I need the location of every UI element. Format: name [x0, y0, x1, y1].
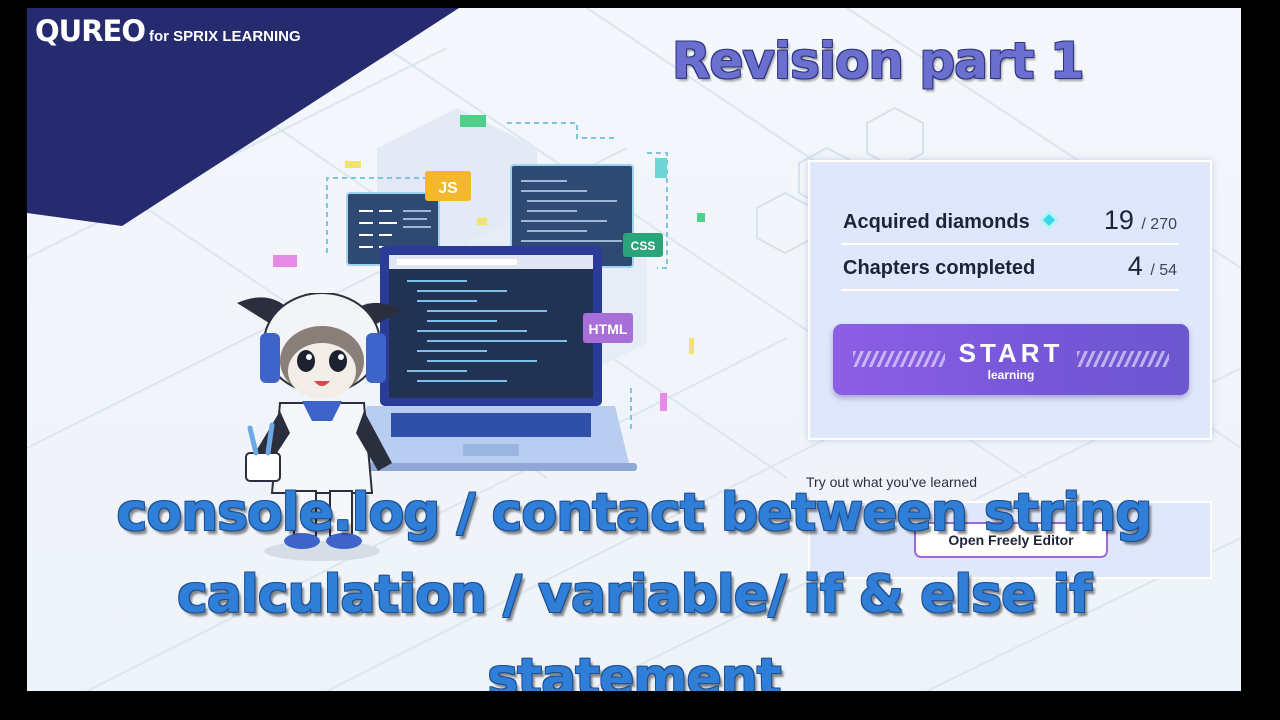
start-sublabel: learning	[987, 368, 1035, 382]
mascot-character	[237, 293, 402, 561]
deco-block	[460, 115, 486, 127]
editor-prompt: Try out what you've learned	[806, 474, 978, 490]
caption-line-2: calculation / variable/ if & else if	[177, 565, 1092, 625]
chapters-count: 4	[1127, 251, 1143, 281]
coding-illustration: JS CSS HTML	[273, 108, 705, 471]
open-freely-editor-button[interactable]: Open Freely Editor	[914, 522, 1108, 558]
editor-card: Open Freely Editor	[808, 501, 1212, 579]
html-badge: HTML	[583, 313, 633, 343]
html-badge-label: HTML	[589, 321, 628, 337]
brand-name: QUREO	[35, 14, 146, 48]
brand-banner	[27, 8, 459, 226]
css-badge-label: CSS	[631, 239, 656, 253]
caption-line-1: console.log / contact between string	[116, 483, 1153, 543]
diamonds-value: 19 / 270	[1104, 205, 1177, 236]
laptop	[347, 246, 637, 471]
progress-card: Acquired diamonds 19 / 270 Chapters comp…	[808, 160, 1212, 440]
stripes-right	[1077, 351, 1169, 367]
js-badge: JS	[425, 171, 471, 201]
page-headline: Revision part 1	[672, 32, 1085, 90]
chapters-value: 4 / 54	[1128, 251, 1177, 282]
caption-line-3: statement	[487, 648, 781, 691]
start-learning-button[interactable]: START learning	[833, 324, 1189, 395]
chapters-total: / 54	[1150, 262, 1177, 279]
diamonds-total: / 270	[1141, 216, 1177, 233]
diamonds-row: Acquired diamonds 19 / 270	[841, 199, 1179, 245]
stripes-left	[853, 351, 945, 367]
js-badge-label: JS	[438, 180, 458, 197]
chapters-row: Chapters completed 4 / 54	[841, 245, 1179, 291]
diamonds-label: Acquired diamonds	[843, 211, 1030, 233]
start-label: START	[958, 338, 1064, 368]
chapters-label: Chapters completed	[843, 257, 1036, 279]
diamond-icon	[1039, 210, 1059, 230]
diamonds-count: 19	[1103, 205, 1134, 235]
brand-tagline: for SPRIX LEARNING	[149, 28, 301, 45]
css-badge: CSS	[623, 233, 663, 257]
